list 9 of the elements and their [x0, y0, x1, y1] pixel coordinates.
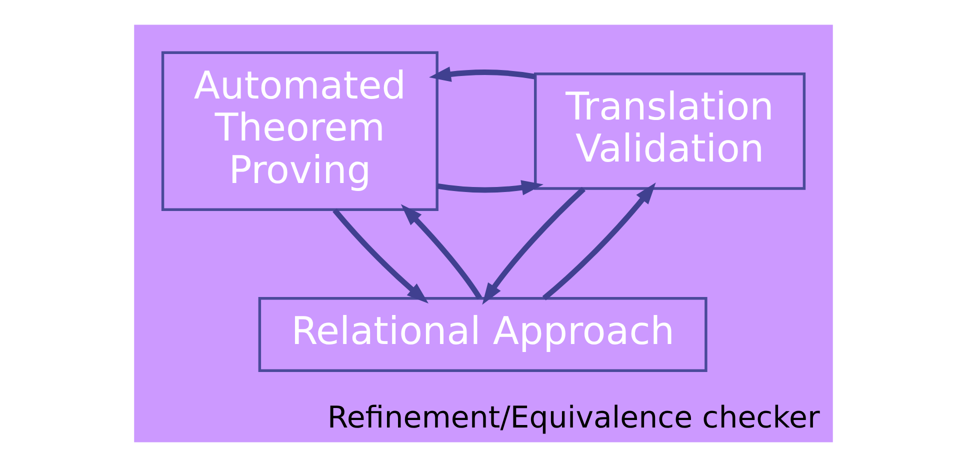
node-box: Translation Validation: [534, 72, 806, 190]
arrow: [542, 182, 656, 300]
node-box: Relational Approach: [258, 296, 707, 372]
arrow: [428, 66, 536, 82]
arrow: [332, 208, 428, 304]
arrow: [400, 204, 482, 300]
arrow: [436, 180, 543, 195]
node-box: Automated Theorem Proving: [160, 50, 438, 210]
arrow: [482, 186, 586, 304]
